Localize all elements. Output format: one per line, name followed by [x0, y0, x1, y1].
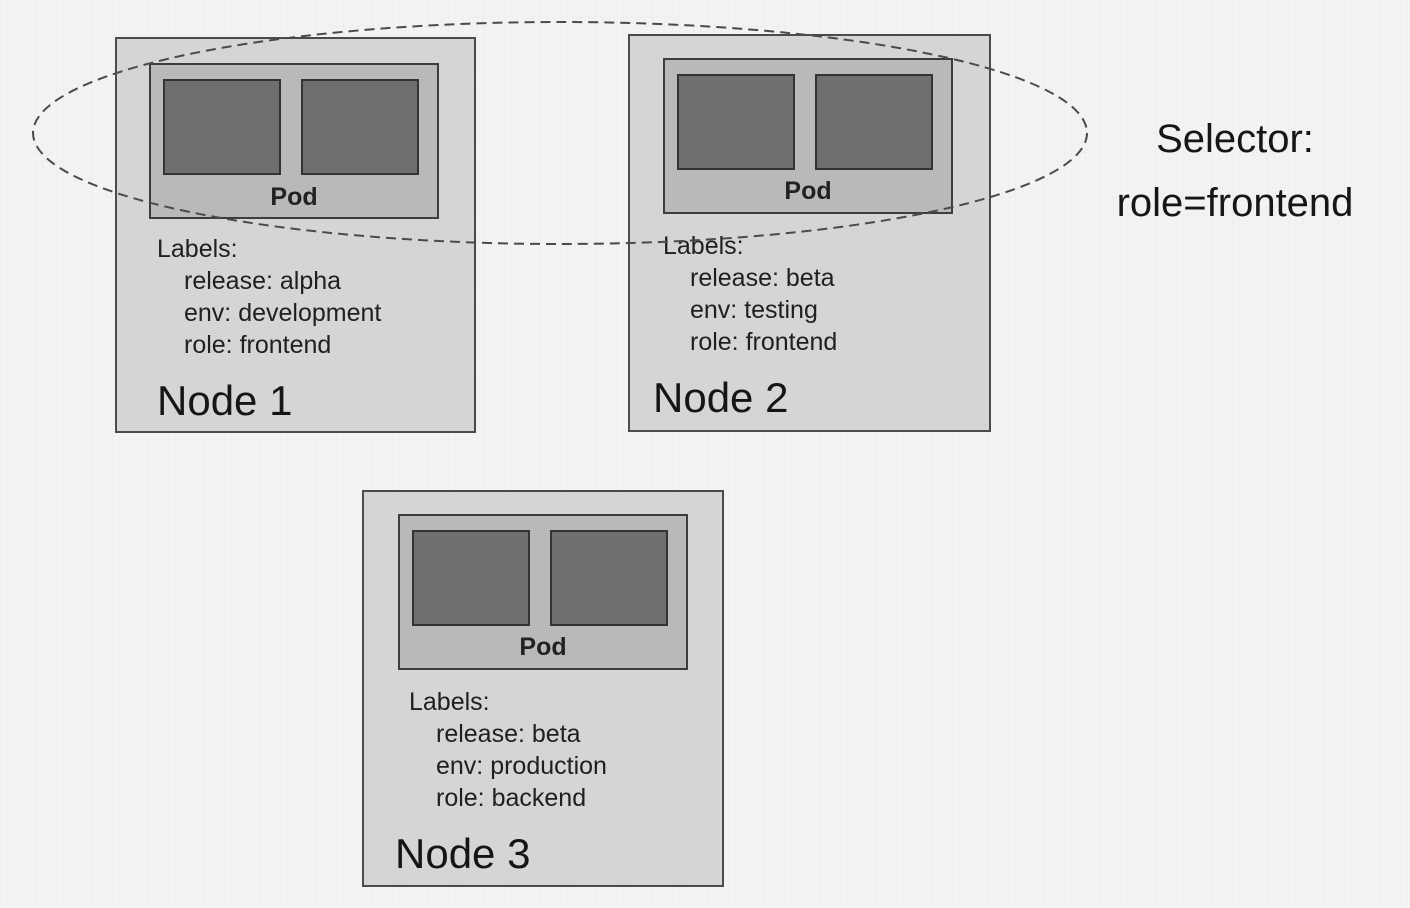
pod-node-1: Pod	[149, 63, 439, 219]
label-env: env: testing	[690, 296, 818, 324]
selector-expression: role=frontend	[1116, 181, 1354, 225]
label-release: release: alpha	[184, 267, 342, 295]
container-1	[412, 530, 530, 626]
labels-heading: Labels:	[663, 232, 744, 260]
pod-node-3: Pod	[398, 514, 688, 670]
container-2	[815, 74, 933, 170]
label-env: env: development	[184, 299, 382, 327]
pod-label: Pod	[784, 177, 832, 205]
node-title: Node 1	[157, 377, 293, 424]
selector-title: Selector:	[1156, 117, 1314, 161]
node-1: Pod Labels: release: alpha env: developm…	[115, 37, 476, 433]
selector-label: Selector: role=frontend	[1085, 107, 1385, 235]
node-3-labels: Labels: release: beta env: production ro…	[409, 686, 607, 814]
label-role: role: backend	[436, 784, 587, 812]
node-3: Pod Labels: release: beta env: productio…	[362, 490, 724, 887]
container-1	[677, 74, 795, 170]
node-title: Node 3	[395, 830, 531, 877]
labels-heading: Labels:	[409, 688, 490, 716]
label-release: release: beta	[436, 720, 581, 748]
label-env: env: production	[436, 752, 607, 780]
pod-node-2: Pod	[663, 58, 953, 214]
labels-heading: Labels:	[157, 235, 238, 263]
node-title: Node 2	[653, 374, 789, 421]
pod-label: Pod	[270, 183, 318, 211]
node-1-labels: Labels: release: alpha env: development …	[157, 233, 381, 361]
container-2	[301, 79, 419, 175]
label-role: role: frontend	[690, 328, 838, 356]
label-role: role: frontend	[184, 331, 332, 359]
node-2: Pod Labels: release: beta env: testing r…	[628, 34, 991, 432]
label-release: release: beta	[690, 264, 835, 292]
node-2-labels: Labels: release: beta env: testing role:…	[663, 230, 837, 358]
container-2	[550, 530, 668, 626]
container-1	[163, 79, 281, 175]
pod-label: Pod	[519, 633, 567, 661]
